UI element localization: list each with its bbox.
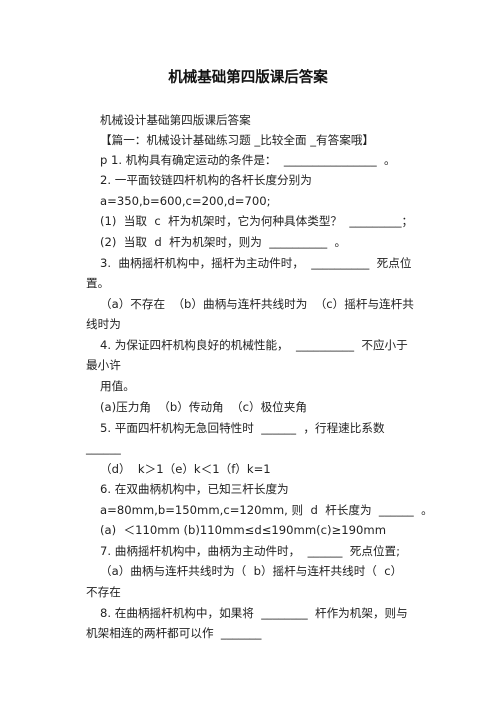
text-line: 用值。 <box>100 379 135 393</box>
text-line: (a) ＜110mm (b)110mm≤d≤190mm(c)≥190mm <box>100 523 386 537</box>
document-title: 机械基础第四版课后答案 <box>168 69 328 86</box>
text-line: (a)压力角 （b）传动角 （c）极位夹角 <box>100 400 307 414</box>
text-line: 8. 在曲柄摇杆机构中，如果将 ________ 杆作为机架，则与 <box>100 606 408 620</box>
text-line: 不存在 <box>86 585 121 599</box>
text-line: 最小许 <box>86 358 121 372</box>
text-line: 3. 曲柄摇杆机构中，摇杆为主动件时， __________ 死点位 <box>100 256 412 270</box>
text-line: 线时为 <box>86 317 121 331</box>
text-line: 置。 <box>86 276 110 290</box>
text-line: a=350,b=600,c=200,d=700; <box>100 194 271 208</box>
text-line: （a）曲柄与连杆共线时为（ b）摇杆与连杆共线时（ c） <box>100 564 403 578</box>
text-line: (1) 当取 c 杆为机架时，它为何种具体类型？ _________； <box>100 214 414 228</box>
text-line: （d） k＞1（e）k＜1（f）k=1 <box>100 462 271 476</box>
text-line: a=80mm,b=150mm,c=120mm, 则 d 杆长度为 ______ … <box>100 503 433 517</box>
text-line: p 1. 机构具有确定运动的条件是： ________________ 。 <box>100 153 396 167</box>
text-line: 【篇一：机械设计基础练习题 _比较全面 _有答案哦】 <box>100 133 375 147</box>
text-line: （a）不存在 （b）曲柄与连杆共线时为 （c）摇杆与连杆共 <box>100 297 414 311</box>
text-line: 5. 平面四杆机构无急回特性时 ______ ，行程速比系数 <box>100 421 385 435</box>
text-line: 7. 曲柄摇杆机构中，曲柄为主动件时， ______ 死点位置; <box>100 544 401 558</box>
text-line: 2. 一平面铰链四杆机构的各杆长度分别为 <box>100 173 312 187</box>
text-line: 6. 在双曲柄机构中，已知三杆长度为 <box>100 482 289 496</box>
text-line: ______ <box>86 441 121 455</box>
text-line: 4. 为保证四杆机构良好的机械性能， __________ 不应小于 <box>100 338 408 352</box>
text-line: 机架相连的两杆都可以作 _______ <box>86 626 262 640</box>
text-line: (2) 当取 d 杆为机架时，则为 __________ 。 <box>100 235 347 249</box>
text-line: 机械设计基础第四版课后答案 <box>100 113 251 127</box>
